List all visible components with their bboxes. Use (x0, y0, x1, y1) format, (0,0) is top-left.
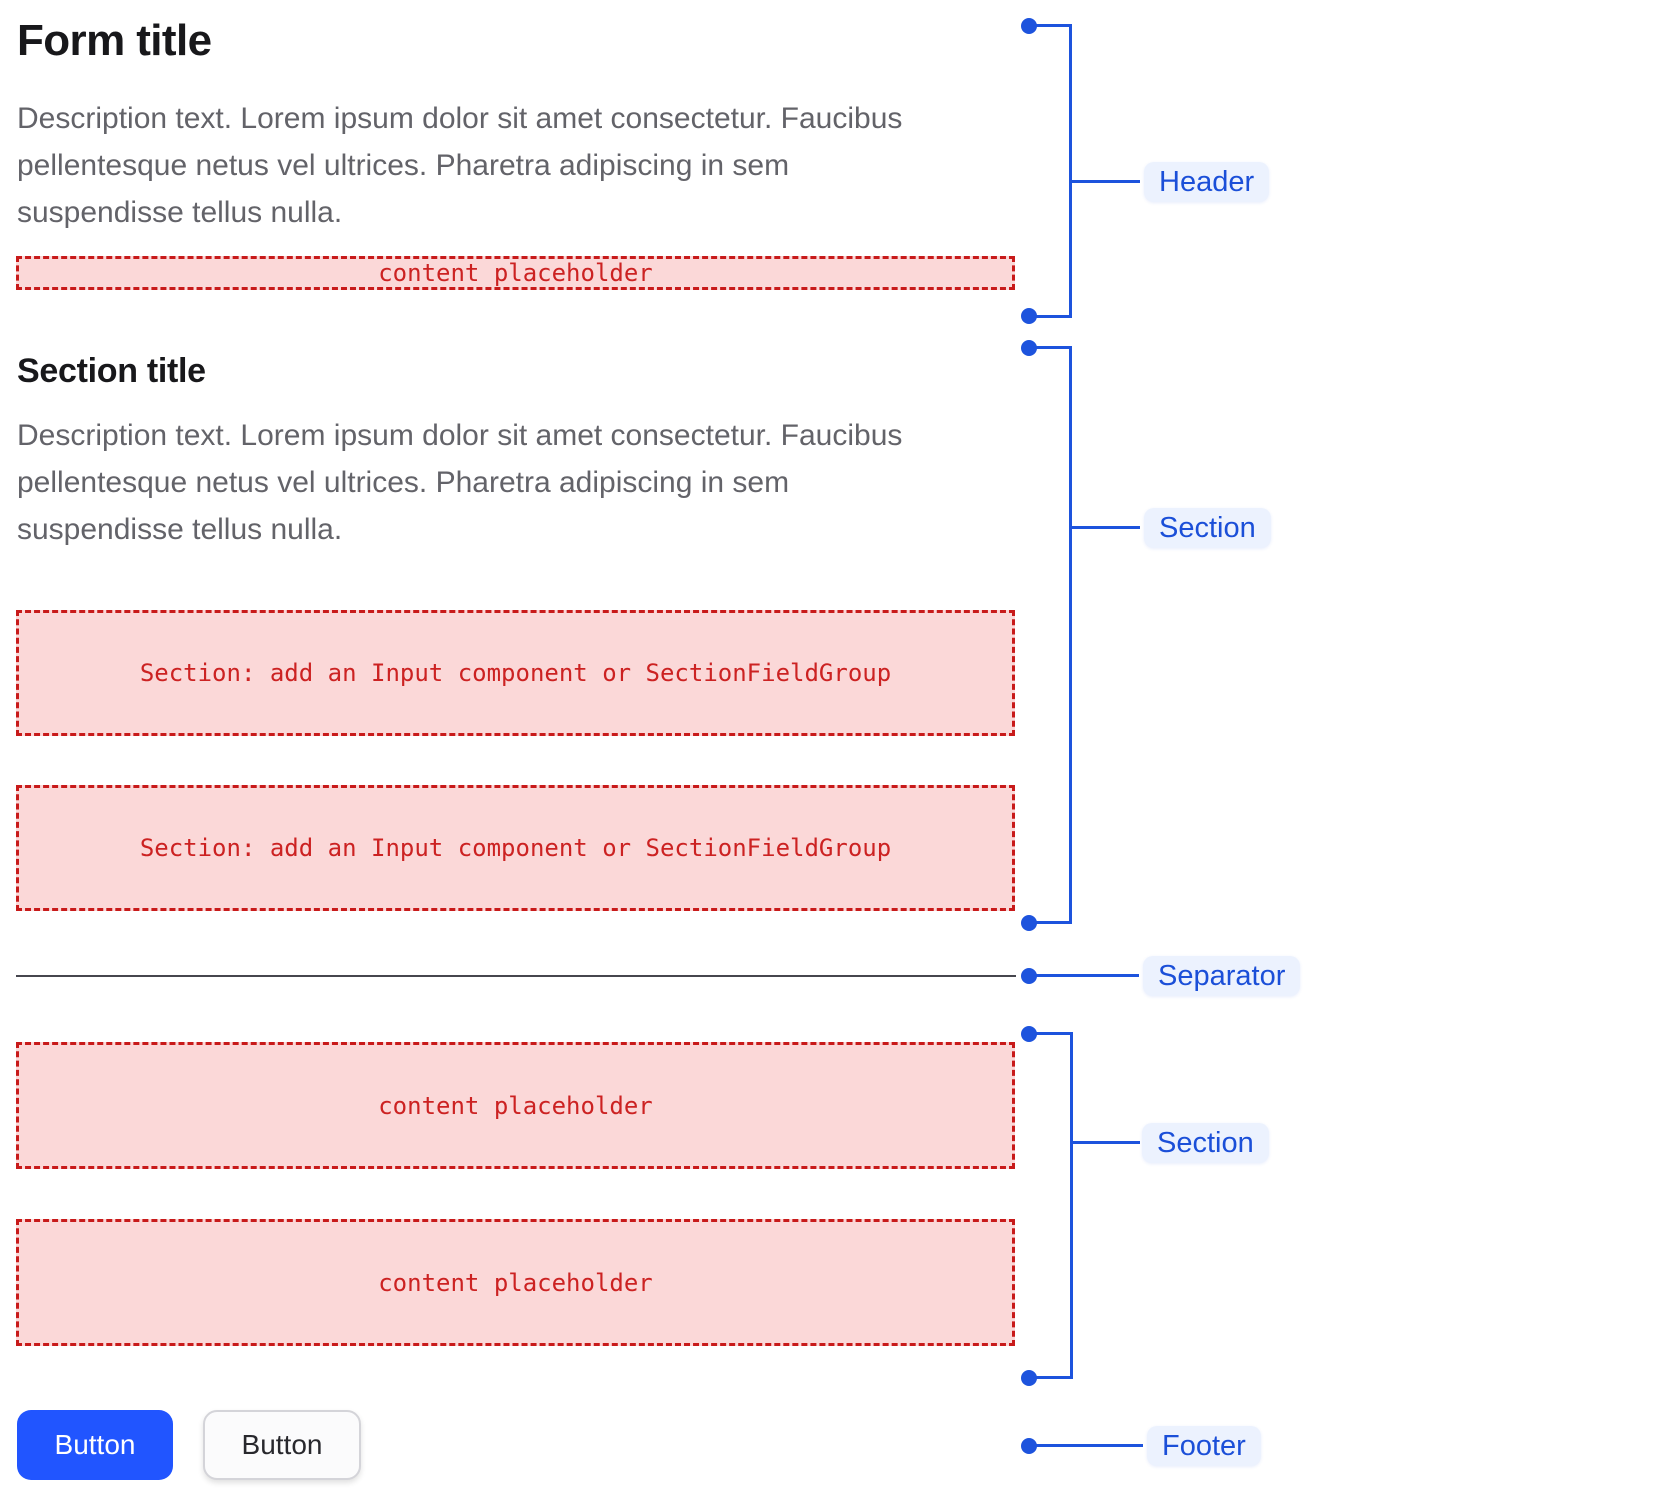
section-description: Description text. Lorem ipsum dolor sit … (17, 419, 903, 546)
annotation-line (1033, 1444, 1143, 1447)
annotation-label-text: Section (1159, 511, 1256, 544)
placeholder-label: content placeholder (378, 1091, 653, 1120)
connector-dot (1021, 1370, 1037, 1386)
connector-dot (1021, 1438, 1037, 1454)
placeholder-label: Section: add an Input component or Secti… (139, 834, 892, 862)
separator-line (16, 975, 1016, 977)
bracket-line (1029, 1032, 1073, 1035)
annotation-label-footer: Footer (1147, 1426, 1261, 1466)
annotation-label-section: Section (1144, 508, 1271, 548)
primary-button[interactable]: Button (17, 1410, 173, 1480)
connector-dot (1021, 968, 1037, 984)
annotation-line (1072, 526, 1140, 529)
bracket-line (1069, 24, 1072, 318)
form-description: Description text. Lorem ipsum dolor sit … (17, 102, 903, 229)
annotation-label-text: Footer (1162, 1429, 1246, 1462)
annotation-label-separator: Separator (1143, 956, 1301, 996)
bracket-line (1029, 921, 1072, 924)
header-content-placeholder: content placeholder (16, 256, 1015, 290)
connector-dot (1021, 915, 1037, 931)
content-placeholder: content placeholder (16, 1042, 1015, 1169)
content-placeholder: content placeholder (16, 1219, 1015, 1346)
placeholder-label: Section: add an Input component or Secti… (139, 659, 892, 687)
bracket-line (1070, 1032, 1073, 1379)
bracket-line (1029, 24, 1072, 27)
section-slot-placeholder: Section: add an Input component or Secti… (16, 785, 1015, 911)
bracket-line (1029, 346, 1072, 349)
secondary-button[interactable]: Button (203, 1410, 361, 1480)
section-slot-placeholder: Section: add an Input component or Secti… (16, 610, 1015, 736)
annotation-label-section-2: Section (1142, 1123, 1269, 1163)
annotation-label-text: Separator (1158, 959, 1286, 992)
placeholder-label: content placeholder (378, 1268, 653, 1297)
annotation-label-header: Header (1144, 162, 1270, 202)
bracket-line (1029, 315, 1072, 318)
section-title: Section title (17, 352, 206, 390)
annotation-label-text: Section (1157, 1126, 1254, 1159)
bracket-line (1029, 1376, 1073, 1379)
annotation-line (1072, 180, 1140, 183)
annotation-label-text: Header (1159, 165, 1255, 198)
placeholder-label: content placeholder (378, 259, 653, 287)
bracket-line (1069, 346, 1072, 924)
form-title: Form title (17, 16, 212, 65)
annotation-line (1073, 1141, 1140, 1144)
connector-dot (1021, 308, 1037, 324)
annotation-line (1033, 974, 1139, 977)
